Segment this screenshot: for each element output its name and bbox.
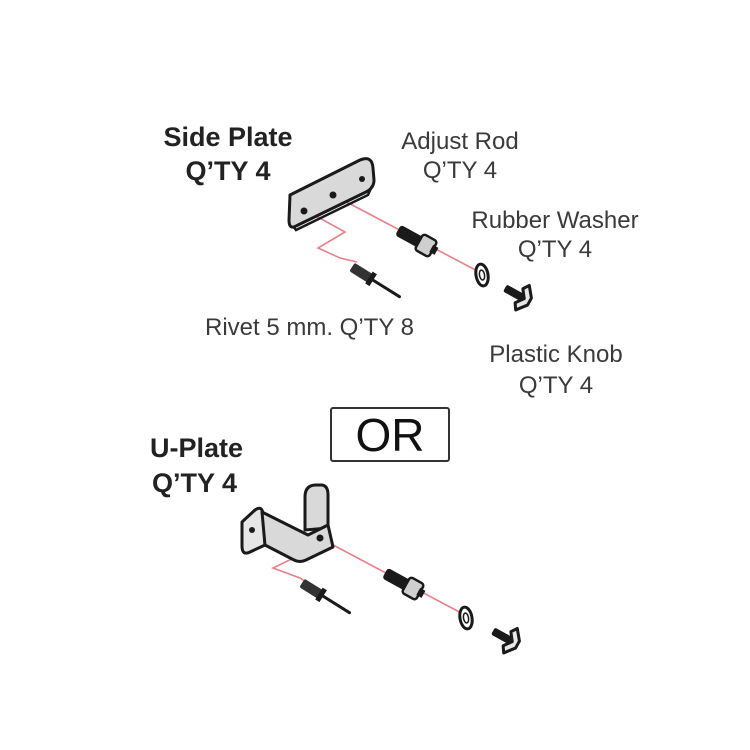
rubber-washer-part [472,261,492,289]
side-plate-assembly [287,157,538,316]
rubber-washer-qty: Q’TY 4 [517,236,593,263]
u-plate-part [240,483,335,563]
adjust-rod-part [392,220,443,261]
plastic-knob-name: Plastic Knob [489,341,623,368]
adjust-rod-part-b [379,563,430,604]
rubber-washer-name: Rubber Washer [471,207,639,234]
plastic-knob-qty: Q’TY 4 [518,372,594,399]
plastic-knob-part-b [484,617,526,659]
or-separator: OR [330,407,450,462]
rivet-part-b [296,575,355,621]
adjust-rod-qty: Q’TY 4 [422,157,498,184]
rivet-part [346,259,405,305]
plastic-knob-part [496,274,538,316]
rivet-label: Rivet 5 mm. Q’TY 8 [205,314,414,341]
side-plate-part [287,157,376,232]
side-plate-name: Side Plate [163,122,293,152]
rubber-washer-part-b [456,604,476,632]
or-label: OR [355,408,425,461]
u-plate-name: U-Plate [150,433,244,463]
u-plate-qty: Q’TY 4 [152,468,238,498]
side-plate-qty: Q’TY 4 [185,156,271,186]
u-plate-assembly [240,483,526,659]
adjust-rod-name: Adjust Rod [401,128,519,155]
